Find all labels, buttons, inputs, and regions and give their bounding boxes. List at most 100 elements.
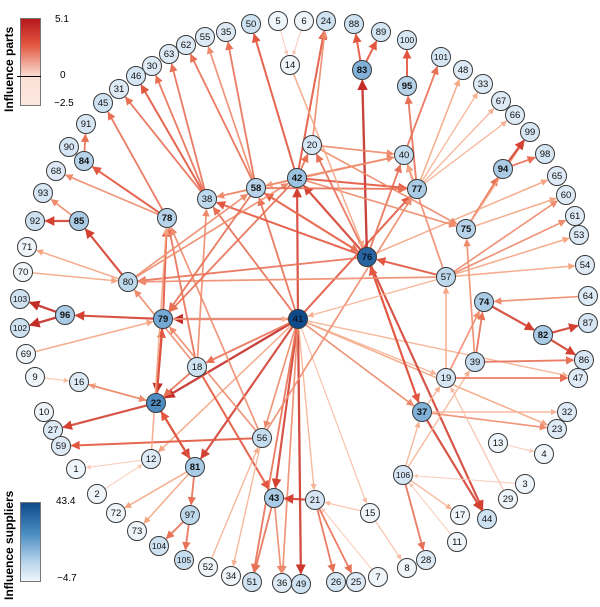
node-68: 68: [46, 161, 66, 181]
edge-22-to-79: [155, 328, 166, 394]
edge-57-to-61: [454, 219, 567, 274]
node-circle: [127, 521, 147, 541]
edge-80-to-71: [36, 249, 120, 280]
node-16: 16: [69, 372, 89, 392]
edge-56-to-59: [70, 437, 253, 450]
edge-41-to-22: [164, 322, 291, 399]
node-circle: [180, 505, 200, 525]
node-circle: [488, 433, 508, 453]
node-66: 66: [505, 105, 525, 125]
node-circle: [316, 11, 336, 31]
node-label: 59: [56, 441, 67, 452]
node-2: 2: [87, 484, 107, 504]
node-83: 83: [352, 60, 372, 80]
node-102: 102: [10, 318, 30, 338]
edge-70-to-80: [32, 272, 119, 284]
node-91: 91: [76, 114, 96, 134]
node-circle: [371, 22, 391, 42]
node-circle: [187, 357, 207, 377]
node-circle: [176, 35, 196, 55]
node-circle: [547, 166, 567, 186]
legend-parts-zero-line: [17, 76, 41, 77]
node-77: 77: [407, 179, 427, 199]
edge-97-to-105: [182, 524, 191, 551]
edge-85-to-93: [50, 198, 73, 216]
node-circle: [74, 151, 94, 171]
node-label: 56: [257, 433, 268, 444]
node-60: 60: [556, 185, 576, 205]
edge-38-to-46: [140, 84, 204, 192]
edge-76-to-65: [375, 179, 548, 254]
node-circle: [578, 286, 598, 306]
node-circle: [473, 74, 493, 94]
edge-19-to-74: [449, 310, 481, 370]
node-18: 18: [187, 357, 207, 377]
node-103: 103: [10, 289, 30, 309]
node-label: 6: [301, 16, 306, 27]
edge-83-to-89: [365, 40, 378, 62]
node-label: 91: [81, 119, 92, 130]
node-label: 29: [503, 494, 514, 505]
node-1: 1: [66, 459, 86, 479]
node-label: 31: [114, 84, 125, 95]
node-32: 32: [557, 402, 577, 422]
edge-22-to-27: [62, 404, 148, 430]
node-circle: [533, 325, 553, 345]
node-circle: [360, 503, 380, 523]
edge-77-to-67: [423, 108, 495, 183]
edge-43-to-36: [274, 507, 285, 574]
edge-42-to-20: [300, 153, 309, 170]
node-61: 61: [565, 206, 585, 226]
node-circle: [474, 292, 494, 312]
node-circle: [453, 60, 473, 80]
edge-81-to-72: [124, 471, 188, 509]
node-label: 1: [73, 464, 78, 475]
node-28: 28: [416, 550, 436, 570]
node-circle: [493, 159, 513, 179]
node-19: 19: [436, 368, 456, 388]
node-label: 92: [30, 216, 41, 227]
edge-83-to-88: [352, 33, 362, 61]
edge-21-to-25: [318, 508, 353, 574]
node-label: 2: [94, 489, 99, 500]
node-circle: [34, 402, 54, 422]
node-9: 9: [25, 367, 45, 387]
node-71: 71: [17, 237, 37, 257]
node-94: 94: [493, 159, 513, 179]
node-label: 43: [269, 493, 280, 504]
node-label: 33: [478, 79, 489, 90]
node-label: 30: [147, 61, 158, 72]
node-23: 23: [547, 419, 567, 439]
edge-77-to-66: [424, 120, 508, 184]
node-circle: [159, 44, 179, 64]
node-circle: [447, 532, 467, 552]
node-51: 51: [242, 572, 262, 592]
node-79: 79: [153, 309, 173, 329]
node-label: 96: [60, 310, 71, 321]
node-circle: [568, 368, 588, 388]
node-circle: [575, 255, 595, 275]
node-circle: [118, 272, 138, 292]
node-89: 89: [371, 22, 391, 42]
node-63: 63: [159, 44, 179, 64]
node-82: 82: [533, 325, 553, 345]
edge-77-to-95: [404, 95, 418, 180]
node-label: 88: [349, 19, 360, 30]
node-circle: [268, 11, 288, 31]
node-label: 53: [574, 230, 585, 241]
node-circle: [287, 168, 307, 188]
edge-18-to-22: [163, 372, 191, 397]
node-label: 103: [13, 294, 27, 304]
node-circle: [46, 161, 66, 181]
edge-42-to-77: [306, 177, 408, 192]
node-label: 4: [541, 449, 546, 460]
edge-42-to-79: [169, 184, 292, 313]
node-44: 44: [477, 509, 497, 529]
node-label: 99: [525, 127, 536, 138]
edge-79-to-96: [74, 310, 154, 321]
legend-parts-title: Influence parts: [2, 26, 16, 112]
node-circle: [535, 144, 555, 164]
node-circle: [465, 352, 485, 372]
node-62: 62: [176, 35, 196, 55]
edge-75-to-99: [470, 140, 525, 222]
